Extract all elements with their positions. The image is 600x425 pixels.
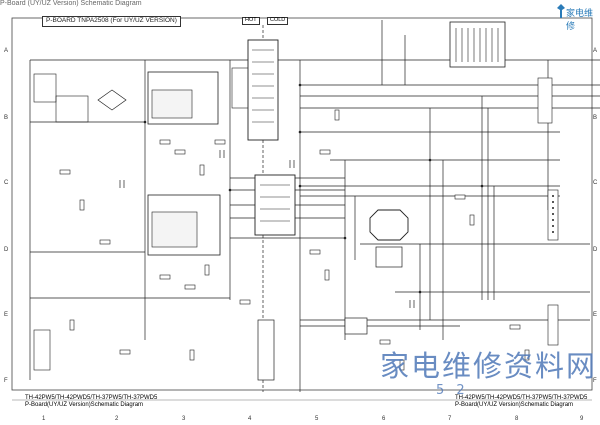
watermark: 家电维修资料网 <box>380 349 598 383</box>
row-label-b: B <box>4 115 9 121</box>
row-label-b-right: B <box>593 115 598 121</box>
col-label-4: 4 <box>248 416 252 422</box>
footer-right-model: TH-42PW5/TH-42PWD5/TH-37PW5/TH-37PWD5 <box>455 395 588 401</box>
brand-logo-text: 家电维修 <box>566 9 594 32</box>
row-label-a-right: A <box>593 48 598 54</box>
brand-logo: 家电维修 <box>556 0 600 32</box>
wrench-icon <box>557 4 565 18</box>
row-label-d: D <box>4 247 9 253</box>
footer-left: TH-42PW5/TH-42PWD5/TH-37PW5/TH-37PWD5 P-… <box>25 395 157 409</box>
row-label-f-right: F <box>593 378 597 384</box>
col-label-8: 8 <box>515 416 519 422</box>
footer-left-caption: P-Board(UY/UZ Version)Schematic Diagram <box>25 402 144 408</box>
board-title: P-BOARD TNPA2508 (For UY/UZ VERSION) <box>42 16 181 27</box>
col-label-5: 5 <box>315 416 319 422</box>
col-label-1: 1 <box>42 416 46 422</box>
footer-left-model: TH-42PW5/TH-42PWD5/TH-37PW5/TH-37PWD5 <box>25 395 158 401</box>
col-label-3: 3 <box>182 416 186 422</box>
col-label-2: 2 <box>115 416 119 422</box>
hot-side-label: HOT <box>242 17 260 25</box>
sheet-border <box>11 17 593 391</box>
row-label-e-right: E <box>593 312 598 318</box>
footer-right-caption: P-Board(UY/UZ Version)Schematic Diagram <box>455 402 574 408</box>
row-label-f: F <box>4 378 8 384</box>
watermark-sub: 5 2 <box>436 383 469 398</box>
page-title: P-Board (UY/UZ Version) Schematic Diagra… <box>0 0 142 7</box>
row-label-d-right: D <box>593 247 598 253</box>
cold-side-label: COLD <box>267 17 289 25</box>
row-label-c-right: C <box>593 180 598 186</box>
col-label-6: 6 <box>382 416 386 422</box>
row-label-c: C <box>4 180 9 186</box>
col-label-9: 9 <box>580 416 584 422</box>
row-label-e: E <box>4 312 9 318</box>
footer-right: TH-42PW5/TH-42PWD5/TH-37PW5/TH-37PWD5 P-… <box>455 395 587 409</box>
col-label-7: 7 <box>448 416 452 422</box>
row-label-a: A <box>4 48 9 54</box>
